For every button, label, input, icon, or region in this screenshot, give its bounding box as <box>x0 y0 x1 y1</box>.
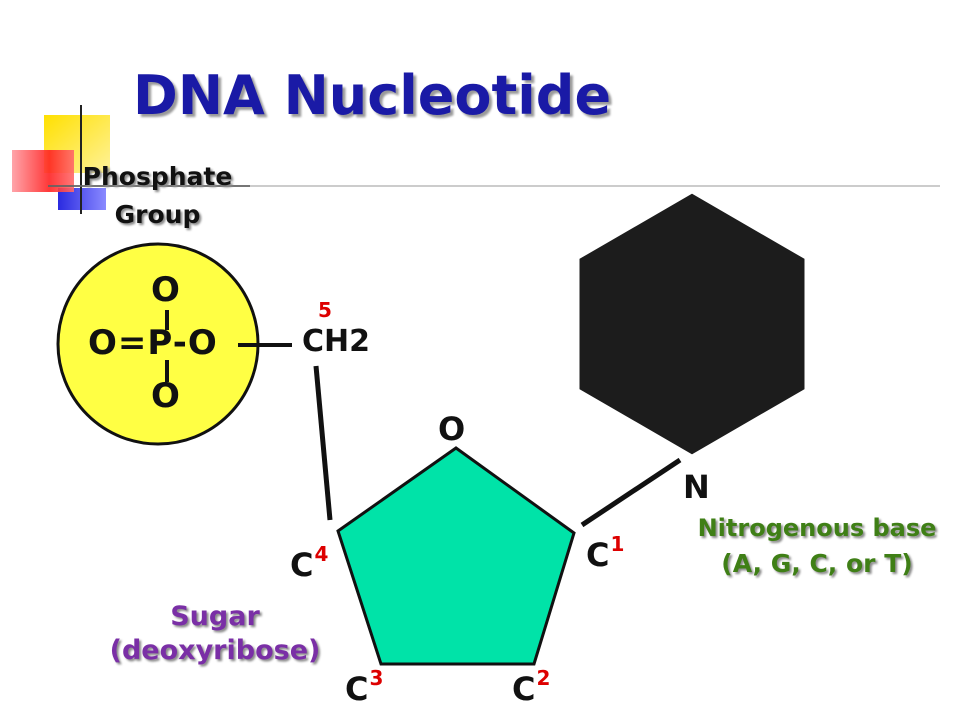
nitrogenous-base-label: Nitrogenous base (A, G, C, or T) <box>682 510 952 582</box>
phosphate-label-line2: Group <box>114 200 201 229</box>
base-label-line1: Nitrogenous base <box>697 514 937 542</box>
carbon-2-label: C2 <box>512 666 550 708</box>
ch2-label: CH2 <box>302 324 370 359</box>
ring-oxygen-label: O <box>438 410 466 448</box>
phosphate-label-line1: Phosphate <box>82 162 233 191</box>
carbon-1-label: C1 <box>586 532 624 574</box>
phosphate-formula-middle: O=P-O <box>88 323 218 363</box>
base-label-line2: (A, G, C, or T) <box>721 549 913 578</box>
carbon-3-number: 3 <box>369 666 384 690</box>
carbon-1-letter: C <box>586 536 610 574</box>
carbon-2-letter: C <box>512 670 536 708</box>
carbon-4-label: C4 <box>290 542 328 584</box>
sugar-label-line2: (deoxyribose) <box>109 635 321 666</box>
phosphate-oxygen-bottom: O <box>151 376 180 416</box>
bond-ch2-c4 <box>313 365 333 521</box>
phosphate-group-label: Phosphate Group <box>70 158 245 234</box>
bond-c1-n <box>580 457 682 528</box>
phosphate-oxygen-top: O <box>151 270 180 310</box>
nitrogenous-base-hexagon <box>576 190 808 458</box>
carbon-4-letter: C <box>290 546 314 584</box>
carbon-3-label: C3 <box>345 666 383 708</box>
sugar-label-line1: Sugar <box>170 601 260 632</box>
carbon-5-number: 5 <box>318 298 332 322</box>
carbon-4-number: 4 <box>314 542 329 566</box>
carbon-2-number: 2 <box>536 666 551 690</box>
page-title: DNA Nucleotide <box>133 64 612 127</box>
sugar-pentagon <box>336 446 576 666</box>
carbon-3-letter: C <box>345 670 369 708</box>
sugar-label: Sugar (deoxyribose) <box>100 600 330 668</box>
nitrogen-label: N <box>683 468 710 506</box>
decorative-squares-logo <box>12 105 940 214</box>
carbon-1-number: 1 <box>610 532 625 556</box>
